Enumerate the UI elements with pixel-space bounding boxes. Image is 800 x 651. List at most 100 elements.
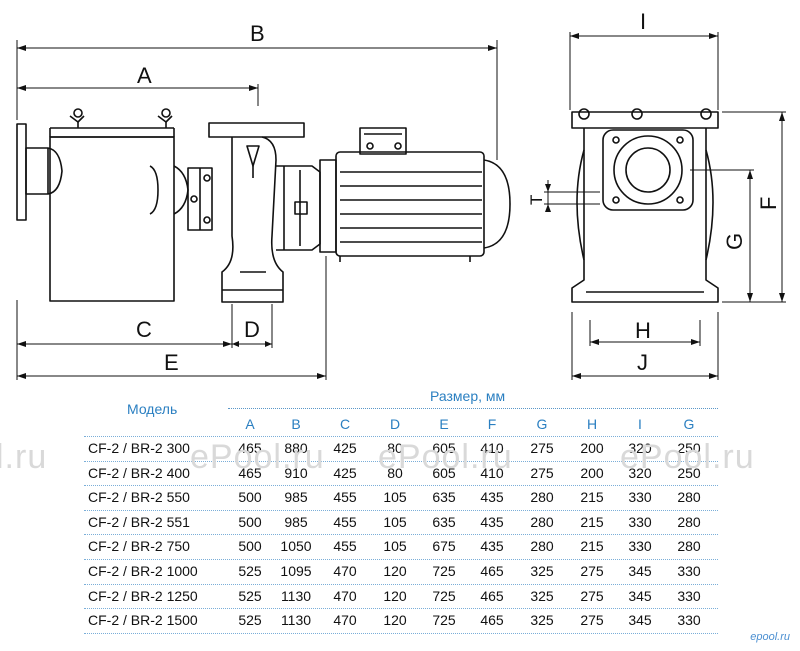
table-cell: 105: [383, 538, 407, 555]
table-cell: 425: [333, 440, 357, 456]
pipe-union: [187, 167, 213, 231]
table-cell: 250: [677, 440, 701, 456]
table-cell: 1130: [280, 587, 312, 604]
pump-dimension-drawing: B A C D E I H J F G T: [16, 9, 786, 380]
dim-label-b: B: [250, 21, 265, 46]
table-cell: 320: [628, 440, 652, 456]
table-cell: 1130: [280, 612, 312, 629]
row-divider: [84, 485, 718, 487]
table-cell: 985: [284, 489, 308, 506]
table-cell: 1095: [280, 563, 312, 579]
model-cell: CF-2 / BR-2 1500: [88, 612, 198, 629]
table-cell: 455: [333, 538, 357, 555]
table-cell: 320: [628, 464, 652, 481]
model-header: Модель: [127, 401, 178, 417]
table-cell: 325: [530, 612, 554, 629]
table-cell: 330: [628, 538, 652, 555]
table-cell: 120: [383, 587, 407, 604]
row-divider: [84, 460, 718, 462]
row-divider: [84, 583, 718, 585]
watermark: ePool.ru: [620, 438, 755, 476]
table-cell: 725: [432, 612, 456, 629]
dim-label-d: D: [244, 317, 260, 342]
dim-label-t: T: [527, 195, 546, 205]
row-divider: [84, 534, 718, 536]
table-cell: 80: [387, 464, 403, 481]
table-cell: 435: [480, 538, 504, 555]
table-cell: 280: [530, 513, 554, 530]
table-cell: 80: [387, 440, 403, 456]
table-cell: 325: [530, 563, 554, 579]
strainer-housing: [16, 108, 189, 302]
dim-label-h: H: [635, 318, 651, 343]
table-cell: 330: [628, 489, 652, 506]
table-cell: 455: [333, 489, 357, 506]
table-cell: 325: [530, 587, 554, 604]
watermark: l.ru: [0, 438, 48, 476]
watermark: ePool.ru: [378, 438, 513, 476]
table-cell: 345: [628, 587, 652, 604]
model-cell: CF-2 / BR-2 1000: [88, 563, 198, 579]
pump-bracket: [276, 165, 321, 251]
dim-label-g: G: [722, 233, 747, 250]
column-header: E: [439, 416, 449, 432]
model-cell: CF-2 / BR-2 1250: [88, 587, 198, 604]
table-cell: 215: [580, 489, 604, 506]
model-cell: CF-2 / BR-2 750: [88, 538, 190, 555]
table-cell: 215: [580, 513, 604, 530]
table-cell: 635: [432, 489, 456, 506]
header-rule: [228, 408, 718, 409]
table-cell: 280: [530, 538, 554, 555]
table-cell: 500: [238, 513, 262, 530]
table-cell: 500: [238, 489, 262, 506]
column-header: G: [536, 416, 548, 432]
watermark: ePool.ru: [190, 438, 325, 476]
table-cell: 675: [432, 538, 456, 555]
table-cell: 435: [480, 489, 504, 506]
table-cell: 410: [480, 440, 504, 456]
table-cell: 280: [677, 538, 701, 555]
row-divider: [84, 559, 718, 560]
table-cell: 120: [383, 563, 407, 579]
column-header: H: [586, 416, 598, 432]
table-cell: 455: [333, 513, 357, 530]
table-cell: 275: [580, 612, 604, 629]
row-divider: [84, 509, 718, 511]
table-cell: 200: [580, 440, 604, 456]
table-cell: 280: [530, 489, 554, 506]
column-header: G: [683, 416, 695, 432]
dim-label-a: A: [137, 63, 152, 88]
column-headers: A B C D E F G H I G: [0, 416, 800, 434]
row-divider: [84, 632, 718, 634]
epool-logo: epool.ru: [750, 631, 790, 643]
table-cell: 330: [677, 563, 701, 579]
electric-motor: [319, 127, 511, 262]
table-cell: 525: [238, 612, 262, 629]
table-cell: 880: [284, 440, 308, 456]
column-header: C: [339, 416, 351, 432]
table-cell: 425: [333, 464, 357, 481]
table-cell: 465: [238, 464, 262, 481]
table-cell: 105: [383, 513, 407, 530]
column-header: D: [389, 416, 401, 432]
table-cell: 525: [238, 563, 262, 579]
column-header: A: [245, 416, 255, 432]
dimension-table: Размер, мм Модель A B C D E F G H I G CF…: [0, 386, 800, 651]
table-cell: 910: [284, 464, 308, 481]
table-cell: 725: [432, 563, 456, 579]
model-cell: CF-2 / BR-2 550: [88, 489, 190, 506]
table-cell: 470: [333, 587, 357, 604]
dim-label-f: F: [756, 197, 781, 210]
model-cell: CF-2 / BR-2 300: [88, 440, 190, 456]
table-cell: 410: [480, 464, 504, 481]
table-cell: 330: [628, 513, 652, 530]
column-header: B: [291, 416, 301, 432]
table-cell: 465: [480, 612, 504, 629]
table-cell: 725: [432, 587, 456, 604]
column-header: I: [638, 416, 642, 432]
table-cell: 605: [432, 464, 456, 481]
